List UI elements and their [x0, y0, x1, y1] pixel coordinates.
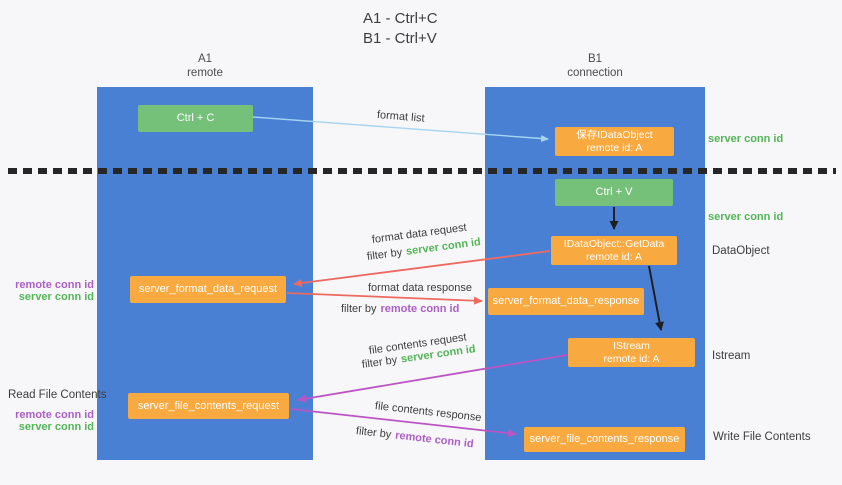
column-a-name: A1: [197, 53, 213, 65]
label-file-contents-response: file contents response: [374, 400, 483, 425]
column-a-subtitle: remote: [187, 66, 223, 79]
filter-by-text: filter by: [361, 354, 398, 371]
label-write-file-contents: Write File Contents: [713, 431, 811, 443]
label-request-server-conn-id: server conn id: [18, 291, 94, 303]
node-save-idataobject: 保存IDataObject remote id: A: [555, 127, 674, 156]
label-server-conn-id-mid: server conn id: [708, 211, 784, 223]
node-idataobject-getdata-line2: remote id: A: [585, 250, 643, 263]
node-server-file-contents-response-label: server_file_contents_response: [529, 433, 680, 445]
node-ctrl-v: Ctrl + V: [555, 179, 673, 206]
node-istream: IStream remote id: A: [568, 338, 695, 367]
label-file-server-conn-id: server conn id: [18, 421, 94, 433]
filter-remote-conn-id: remote conn id: [394, 429, 475, 451]
node-save-idataobject-line2: remote id: A: [586, 141, 643, 154]
label-format-list: format list: [376, 109, 426, 125]
node-idataobject-getdata-line1: IDataObject::GetData: [563, 237, 665, 250]
node-server-format-data-request-label: server_format_data_request: [138, 283, 278, 295]
label-file-remote-conn-id: remote conn id: [15, 409, 94, 421]
node-save-idataobject-line1: 保存IDataObject: [576, 128, 653, 141]
node-server-file-contents-response: server_file_contents_response: [524, 427, 685, 452]
node-ctrl-v-label: Ctrl + V: [595, 186, 633, 198]
node-server-format-data-request: server_format_data_request: [130, 276, 286, 303]
column-b-header: B1 connection: [495, 53, 695, 80]
node-ctrl-c-label: Ctrl + C: [176, 112, 215, 124]
label-left-request-conn-ids: remote conn id server conn id: [14, 279, 94, 303]
label-left-file-conn-ids: remote conn id server conn id: [14, 409, 94, 433]
filter-remote-conn-id: remote conn id: [380, 303, 460, 315]
arrow-format-data-response: [286, 292, 483, 305]
label-format-data-response: format data response: [368, 282, 472, 294]
filter-by-text: filter by: [355, 425, 392, 441]
column-b-name: B1: [587, 53, 603, 65]
filter-by-text: filter by: [341, 303, 377, 315]
column-a-header: A1 remote: [105, 53, 305, 80]
label-istream: Istream: [712, 350, 751, 362]
node-ctrl-c: Ctrl + C: [138, 105, 253, 132]
node-server-format-data-response: server_format_data_response: [488, 288, 644, 315]
session-divider-dotted-line: [8, 168, 836, 174]
label-dataobject: DataObject: [712, 245, 770, 257]
label-server-conn-id-top: server conn id: [708, 133, 784, 145]
column-b-subtitle: connection: [567, 66, 623, 79]
title-line-2: B1 - Ctrl+V: [363, 30, 437, 47]
filter-by-text: filter by: [366, 246, 403, 263]
node-idataobject-getdata: IDataObject::GetData remote id: A: [551, 236, 677, 265]
node-server-file-contents-request-label: server_file_contents_request: [137, 399, 280, 412]
label-read-file-contents: Read File Contents: [8, 389, 107, 401]
node-istream-line2: remote id: A: [603, 352, 660, 365]
node-server-file-contents-request: server_file_contents_request: [128, 393, 289, 419]
diagram-title: A1 - Ctrl+C B1 - Ctrl+V: [363, 9, 438, 49]
node-istream-line1: IStream: [613, 339, 650, 352]
label-request-remote-conn-id: remote conn id: [15, 279, 94, 291]
title-line-1: A1 - Ctrl+C: [363, 10, 438, 27]
node-server-format-data-response-label: server_format_data_response: [492, 295, 640, 307]
